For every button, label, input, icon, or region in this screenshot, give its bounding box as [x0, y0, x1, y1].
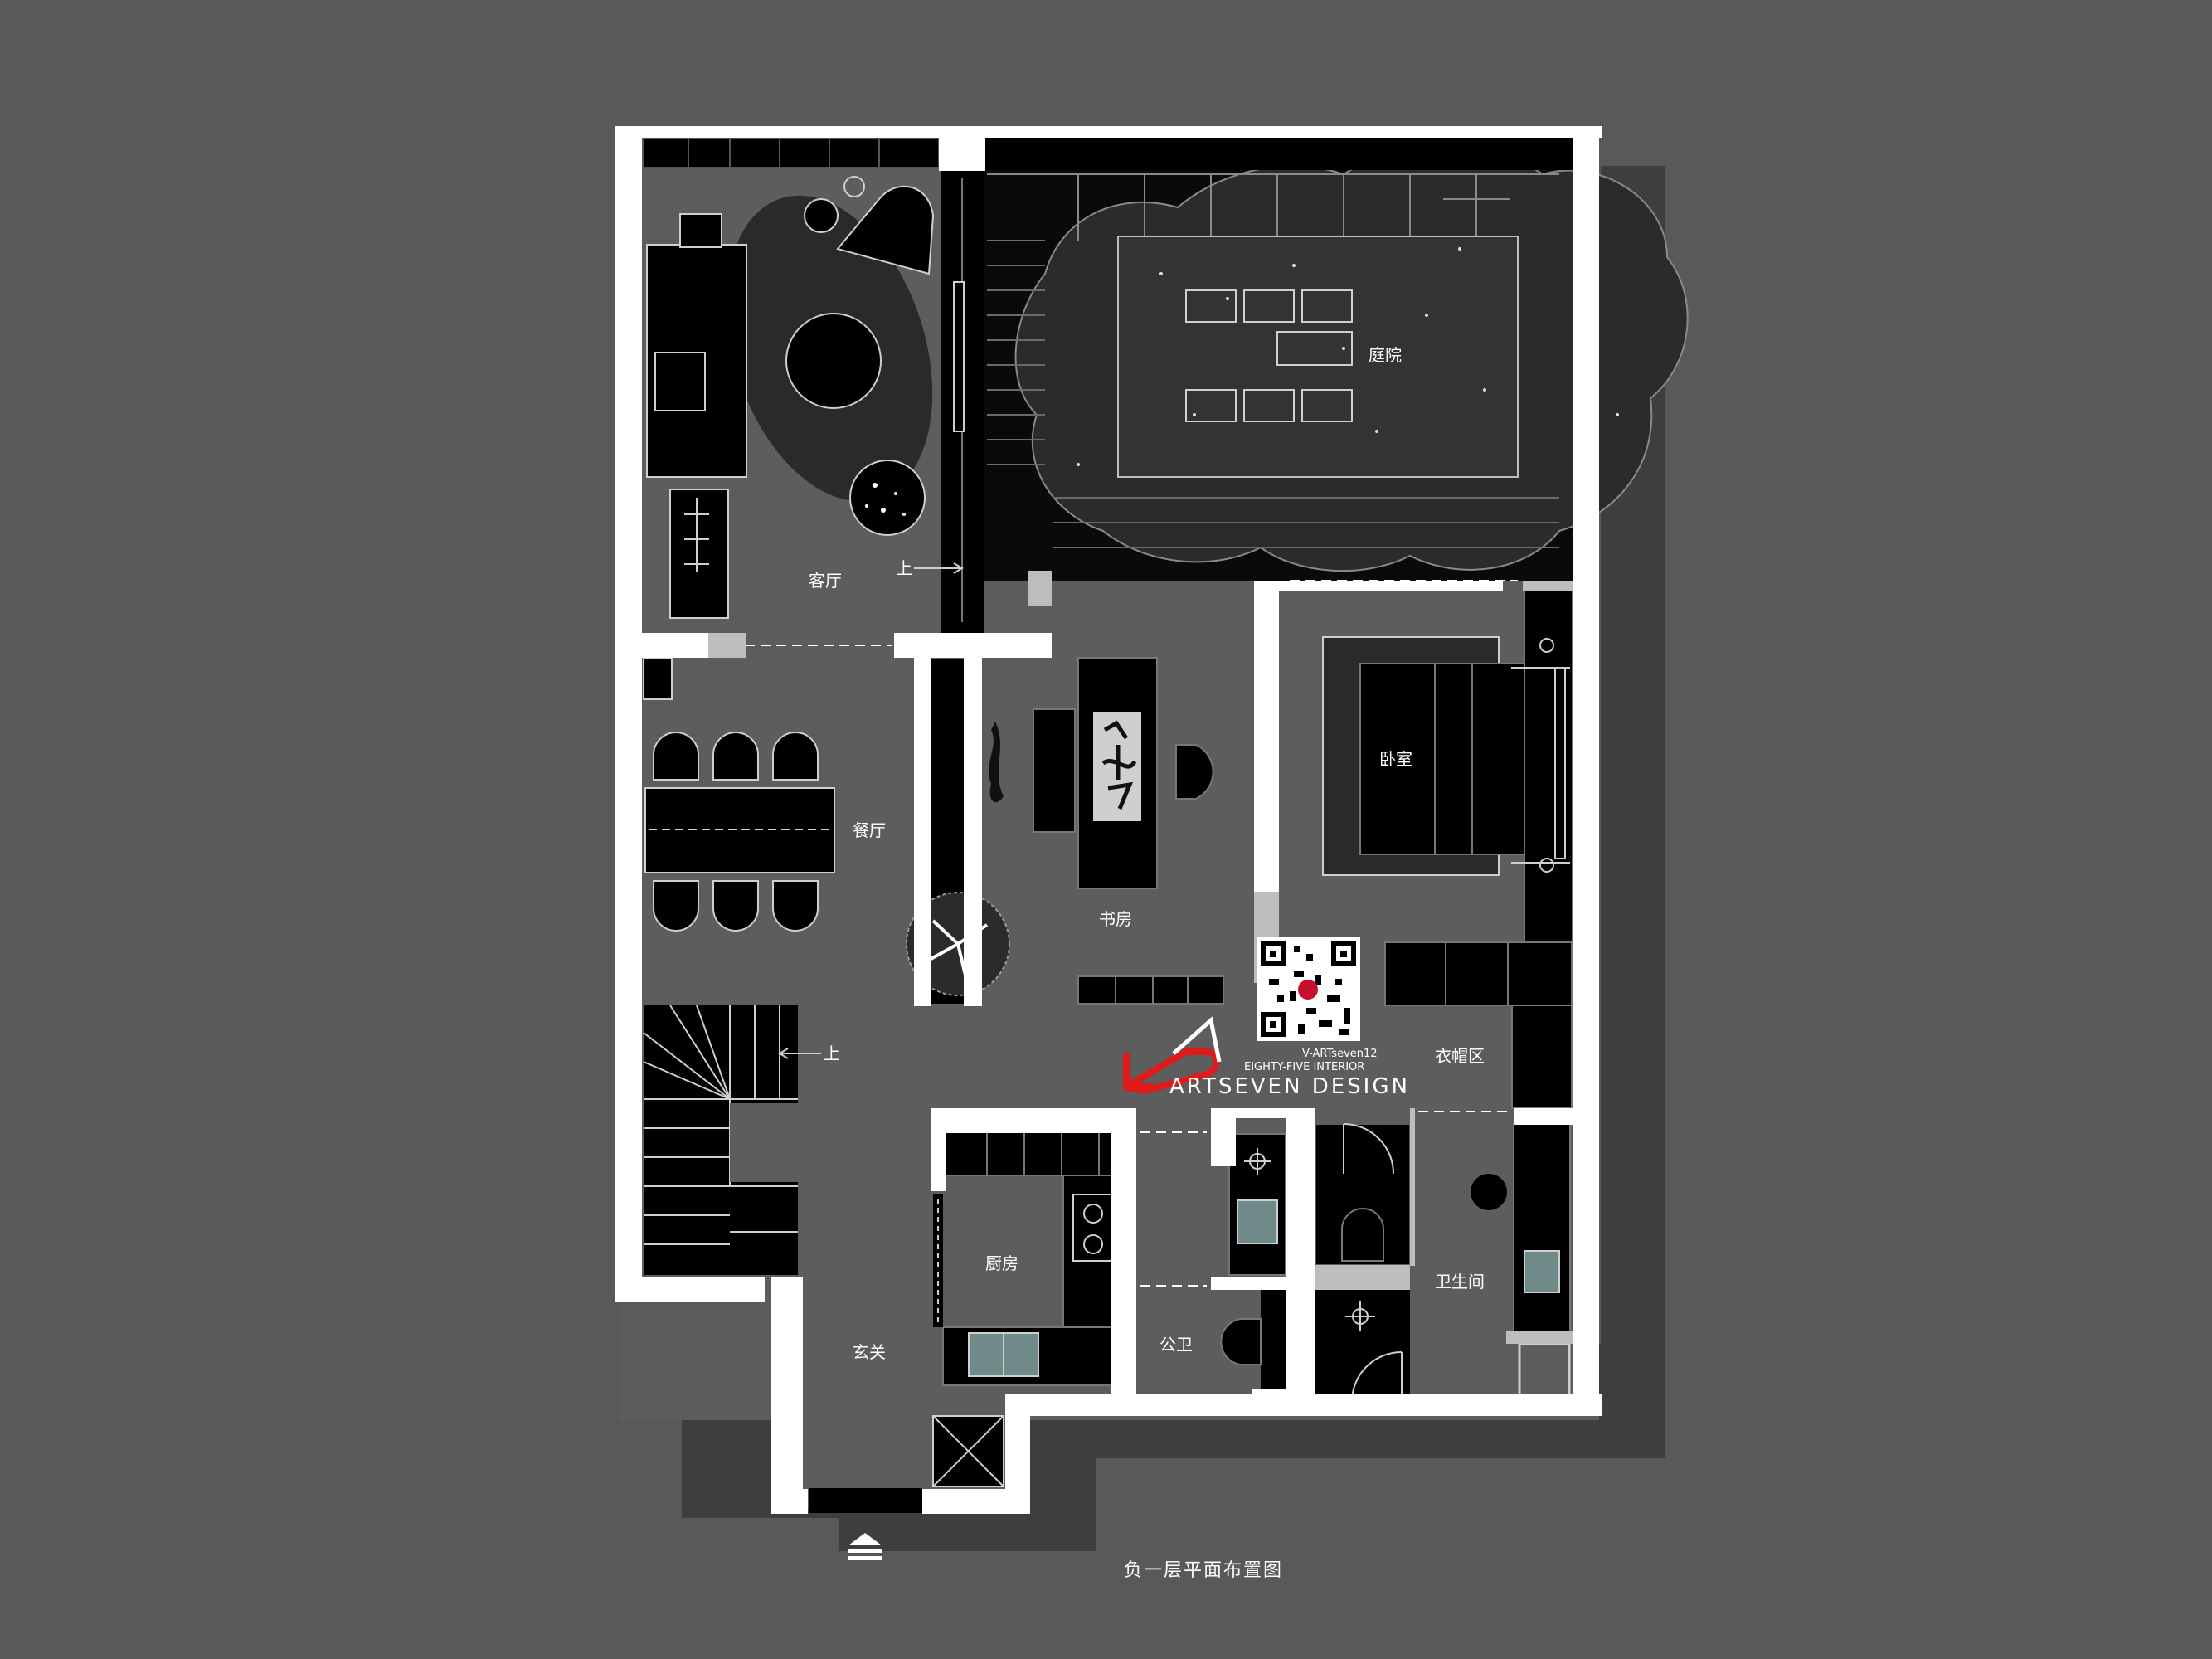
- bench: [1033, 708, 1076, 833]
- bath-basin: [1524, 1250, 1560, 1293]
- brand-logo: [1123, 1016, 1222, 1095]
- entry-arrow-icon: [848, 1533, 882, 1560]
- staircase: 上: [643, 1005, 840, 1275]
- chair-2: [712, 732, 759, 781]
- lounge-chair: [836, 185, 935, 275]
- living-room: 上 客厅: [643, 137, 984, 633]
- walls: [615, 126, 1602, 1514]
- kitchen-wall-strip: [933, 1194, 943, 1327]
- bath-toilet: [1341, 1208, 1384, 1262]
- low-shelf: [1077, 975, 1224, 1005]
- courtyard-label: 庭院: [1369, 345, 1402, 365]
- study: 书房: [906, 657, 1224, 1005]
- bathroom-label: 卫生间: [1435, 1272, 1485, 1292]
- window-sill: [953, 281, 965, 432]
- sofa-cushion: [654, 352, 706, 411]
- watermark-qr: [1257, 937, 1360, 1041]
- chair-3: [772, 732, 819, 781]
- dining-room: 餐厅: [643, 657, 886, 932]
- foyer: 玄关: [809, 1342, 1004, 1513]
- wardrobe-column: [1511, 1005, 1573, 1108]
- chair-6: [772, 880, 819, 932]
- courtyard: 庭院: [984, 137, 1689, 581]
- cloakroom: 衣帽区: [1384, 941, 1573, 1108]
- ink-sculpture: [989, 722, 1004, 803]
- kitchen-label: 厨房: [985, 1253, 1018, 1273]
- wardrobe-row: [1384, 941, 1573, 1006]
- bedroom-label: 卧室: [1379, 749, 1412, 769]
- watermark-brand: ARTSEVEN DESIGN: [1169, 1074, 1410, 1099]
- courtyard-jamb: [1028, 571, 1052, 606]
- shower-room: [1315, 1290, 1410, 1402]
- living-room-label: 客厅: [809, 571, 842, 591]
- sofa: [646, 244, 747, 478]
- guest-toilet-niche: [1261, 1290, 1286, 1389]
- side-table: [679, 213, 722, 248]
- guest-basin: [1237, 1199, 1278, 1244]
- corner-cabinet: [643, 657, 673, 700]
- guest-toilet: [1220, 1318, 1262, 1365]
- floor-lamp: [843, 176, 865, 197]
- shower-drain: [1471, 1174, 1507, 1210]
- cloakroom-label: 衣帽区: [1435, 1046, 1485, 1066]
- entry-mat: [809, 1488, 922, 1513]
- guest-bathroom: 公卫: [1159, 1133, 1286, 1389]
- door-jamb: [708, 633, 746, 658]
- bath-vanity: [1513, 1123, 1571, 1332]
- dining-room-label: 餐厅: [853, 820, 886, 840]
- plan-caption: 负一层平面布置图: [1124, 1560, 1283, 1581]
- stair-up-mark: 上: [824, 1044, 840, 1063]
- bedroom: 卧室: [1322, 586, 1573, 945]
- low-cabinet: [669, 489, 729, 619]
- starry-stool: [849, 460, 926, 536]
- study-chair: [1175, 744, 1214, 800]
- chair-1: [653, 732, 699, 781]
- upper-cabinets: [942, 1131, 1135, 1176]
- dining-table: [644, 787, 835, 873]
- foyer-label: 玄关: [853, 1342, 886, 1362]
- chair-4: [653, 880, 699, 932]
- watermark-subtitle: EIGHTY-FIVE INTERIOR: [1244, 1061, 1364, 1073]
- watermark-account: V-ARTseven12: [1302, 1048, 1378, 1060]
- coffee-table: [785, 313, 882, 409]
- study-label: 书房: [1099, 909, 1132, 929]
- guest-bath-label: 公卫: [1159, 1335, 1193, 1355]
- bath-corner-box: [1518, 1342, 1571, 1404]
- living-up-mark: 上: [896, 558, 912, 578]
- chair-5: [712, 880, 759, 932]
- round-stool: [804, 198, 839, 233]
- door-openings: [745, 580, 1518, 1287]
